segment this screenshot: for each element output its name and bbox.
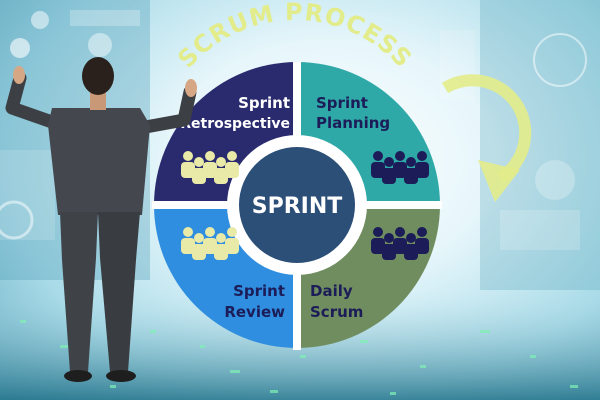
- person-head: [216, 233, 226, 243]
- label-sprint-retrospective-line2: Retrospective: [180, 116, 290, 132]
- label-sprint-review-line2: Review: [224, 303, 285, 321]
- person-body: [214, 244, 228, 260]
- person-head: [194, 157, 204, 167]
- team-icon: [371, 151, 429, 184]
- person-head: [417, 227, 427, 237]
- person-body: [225, 238, 239, 254]
- person-head: [205, 151, 215, 161]
- team-icon: [371, 227, 429, 260]
- team-icon: [181, 151, 239, 184]
- team-icon: [181, 227, 239, 260]
- person-body: [404, 244, 418, 260]
- person-head: [183, 227, 193, 237]
- person-head: [395, 151, 405, 161]
- person-body: [415, 238, 429, 254]
- center-circle: [239, 147, 355, 263]
- businessman: [5, 57, 197, 382]
- person-head: [417, 151, 427, 161]
- person-head: [373, 227, 383, 237]
- person-head: [406, 233, 416, 243]
- person-body: [203, 238, 217, 254]
- label-daily-scrum-line1: Daily: [310, 282, 353, 300]
- person-head: [406, 157, 416, 167]
- person-body: [371, 238, 385, 254]
- person-body: [181, 162, 195, 178]
- label-daily-scrum-line2: Scrum: [310, 303, 363, 321]
- person-body: [203, 162, 217, 178]
- label-sprint-planning-line1: Sprint: [316, 94, 368, 112]
- person-head: [194, 233, 204, 243]
- person-body: [415, 162, 429, 178]
- person-body: [225, 162, 239, 178]
- person-body: [393, 238, 407, 254]
- person-body: [382, 244, 396, 260]
- person-body: [404, 168, 418, 184]
- person-body: [192, 244, 206, 260]
- cycle-arrow-icon: [441, 74, 532, 202]
- person-body: [214, 168, 228, 184]
- person-head: [227, 227, 237, 237]
- label-sprint-retrospective-line1: Sprint: [238, 94, 290, 112]
- person-body: [393, 162, 407, 178]
- person-head: [216, 157, 226, 167]
- person-head: [384, 157, 394, 167]
- person-head: [183, 151, 193, 161]
- person-body: [371, 162, 385, 178]
- center-label: SPRINT: [252, 194, 343, 219]
- person-body: [382, 168, 396, 184]
- label-sprint-review-line1: Sprint: [233, 282, 285, 300]
- person-head: [384, 233, 394, 243]
- label-sprint-planning-line2: Planning: [316, 114, 390, 132]
- person-body: [192, 168, 206, 184]
- person-head: [227, 151, 237, 161]
- person-head: [373, 151, 383, 161]
- person-head: [395, 227, 405, 237]
- person-head: [205, 227, 215, 237]
- person-body: [181, 238, 195, 254]
